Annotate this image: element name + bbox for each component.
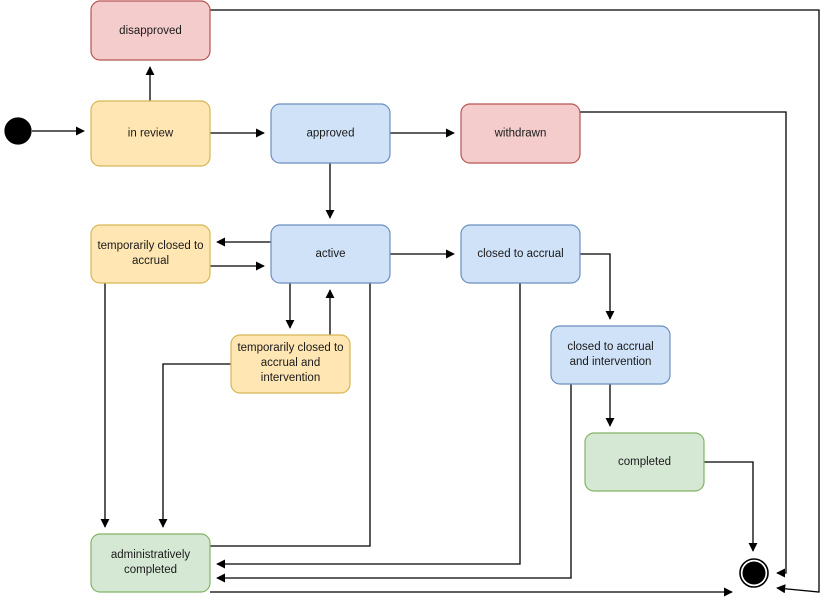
state-node-temporarily-closed-to-accrual[interactable]: temporarily closed to accrual [90,224,211,284]
state-shape-withdrawn [460,103,581,164]
state-node-closed-to-accrual[interactable]: closed to accrual [460,224,581,284]
state-shape-disapproved [90,0,211,61]
state-node-disapproved[interactable]: disapproved [90,0,211,61]
edge-closed-to-accrual-and-intervention-to-administratively-completed [216,384,572,583]
state-node-approved[interactable]: approved [270,103,391,164]
state-shape-approved [270,103,391,164]
state-shape-administratively-completed [90,533,211,593]
state-node-active[interactable]: active [270,224,391,284]
state-node-end[interactable] [739,558,769,588]
state-shape-temporarily-closed-to-accrual [90,224,211,284]
state-label-temporarily-closed-to-accrual-line-1: temporarily closed to [97,240,203,252]
state-label-administratively-completed-line-1: administratively [111,549,190,561]
edge-completed-to-end [704,461,758,552]
state-label-in-review: in review [128,128,174,140]
state-shape-active [270,224,391,284]
state-label-completed: completed [618,456,671,468]
final-state-inner-disc [742,561,766,585]
state-label-disapproved: disapproved [119,25,182,37]
state-label-temporarily-closed-to-accrual-and-intervention-line-1: temporarily closed to [237,342,343,354]
state-label-temporarily-closed-to-accrual-line-2: accrual [132,255,169,267]
state-node-temporarily-closed-to-accrual-and-intervention[interactable]: temporarily closed to accrual and interv… [230,334,351,394]
edge-active-to-administratively-completed [210,283,371,547]
edge-disapproved-to-end [210,9,820,594]
state-label-approved: approved [307,128,355,140]
state-label-temporarily-closed-to-accrual-and-intervention-line-3: intervention [261,372,320,384]
state-label-closed-to-accrual-and-intervention-line-2: and intervention [570,356,652,368]
state-node-start[interactable] [4,117,32,145]
edge-withdrawn-to-end [580,111,787,578]
edges-layer [32,9,820,597]
state-node-administratively-completed[interactable]: administratively completed [90,533,211,593]
state-label-temporarily-closed-to-accrual-and-intervention-line-2: accrual and [261,357,320,369]
state-shape-temporarily-closed-to-accrual-and-intervention [230,334,351,394]
initial-state-marker [4,117,32,145]
state-node-completed[interactable]: completed [584,432,705,492]
state-label-closed-to-accrual: closed to accrual [477,248,563,260]
edge-closed-to-accrual-to-administratively-completed [216,283,521,569]
nodes-layer: disapproved in review approved withdrawn… [4,0,769,593]
state-label-closed-to-accrual-and-intervention-line-1: closed to accrual [567,341,653,353]
edge-temporarily-closed-to-accrual-and-intervention-to-administratively-completed [158,363,231,528]
state-shape-in-review [90,100,211,167]
state-label-withdrawn: withdrawn [494,128,547,140]
edge-closed-to-accrual-to-closed-to-accrual-and-intervention [580,253,615,320]
state-shape-closed-to-accrual-and-intervention [550,325,671,385]
state-node-closed-to-accrual-and-intervention[interactable]: closed to accrual and intervention [550,325,671,385]
state-node-withdrawn[interactable]: withdrawn [460,103,581,164]
state-node-in-review[interactable]: in review [90,100,211,167]
state-label-active: active [315,248,345,260]
state-shape-completed [584,432,705,492]
state-shape-closed-to-accrual [460,224,581,284]
state-label-administratively-completed-line-2: completed [124,564,177,576]
